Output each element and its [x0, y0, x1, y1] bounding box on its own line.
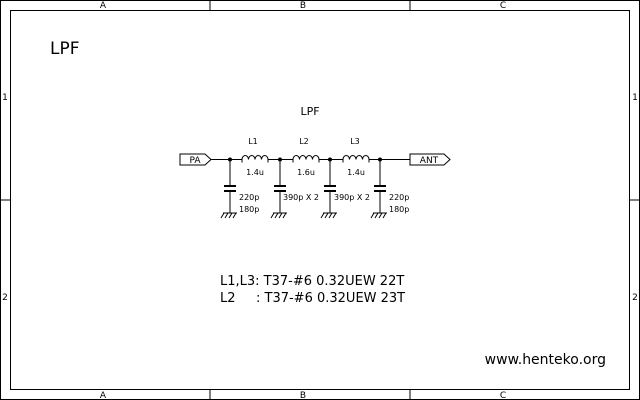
zone-label-left-2: 2 [2, 293, 8, 303]
port-in-pa: PA [179, 153, 212, 166]
zone-label-top-b: B [300, 1, 306, 11]
capacitor-c4-value2: 180p [389, 205, 409, 214]
capacitor-c3-value: 390p X 2 [334, 193, 370, 202]
sheet-title: LPF [50, 39, 80, 59]
zone-label-top-a: A [100, 1, 107, 11]
capacitor-c4 [370, 159, 387, 219]
capacitor-c2 [270, 159, 287, 219]
capacitor-c1-value: 220p [239, 193, 259, 202]
zone-label-right-2: 2 [632, 293, 638, 303]
note-line-2-label: L2 [220, 291, 236, 306]
capacitor-c3 [320, 159, 337, 219]
zone-label-top-c: C [500, 1, 506, 11]
inductor-l1-value: 1.4u [246, 168, 264, 177]
inductor-l2-ref: L2 [299, 137, 309, 146]
junction-dots [228, 157, 382, 162]
inductor-l2 [292, 155, 320, 163]
inductor-l1-ref: L1 [248, 137, 258, 146]
zone-label-right-1: 1 [632, 93, 638, 103]
port-out-label: ANT [420, 156, 439, 166]
port-in-label: PA [189, 156, 201, 166]
capacitor-c1-value2: 180p [239, 205, 259, 214]
schematic-title: LPF [300, 105, 319, 118]
capacitor-c1 [220, 159, 237, 219]
inductor-l3 [342, 155, 370, 163]
capacitor-c4-value: 220p [389, 193, 409, 202]
inductor-l3-ref: L3 [350, 137, 360, 146]
note-line-2-text: : T37-#6 0.32UEW 23T [256, 291, 405, 306]
inductor-l3-value: 1.4u [347, 168, 365, 177]
zone-label-bottom-b: B [300, 391, 306, 400]
zone-label-bottom-a: A [100, 391, 107, 400]
website-url: www.henteko.org [485, 352, 606, 368]
note-line-1: L1,L3: T37-#6 0.32UEW 22T [220, 274, 404, 289]
inductor-l2-value: 1.6u [297, 168, 315, 177]
capacitor-c2-value: 390p X 2 [283, 193, 319, 202]
port-out-ant: ANT [409, 153, 451, 166]
zone-label-bottom-c: C [500, 391, 506, 400]
zone-label-left-1: 1 [2, 93, 8, 103]
inner-frame [10, 10, 630, 390]
inductor-l1 [241, 155, 269, 163]
